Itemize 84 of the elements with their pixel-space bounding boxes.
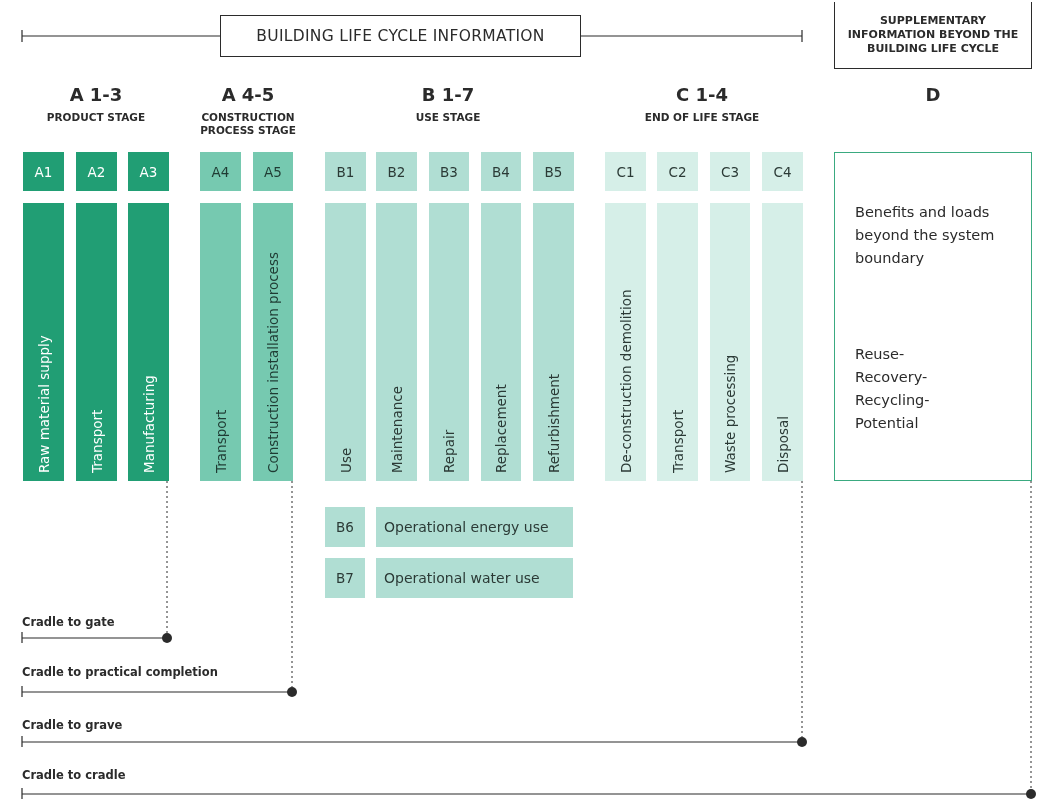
module-bar — [429, 203, 469, 481]
module-bar — [325, 203, 366, 481]
module-code: B3 — [440, 163, 458, 180]
module-code-box — [200, 152, 241, 191]
module-code: C3 — [721, 163, 739, 180]
module-code: B7 — [336, 570, 354, 586]
module-label: Replacement — [493, 384, 509, 473]
module-bar — [657, 203, 698, 481]
module-bar — [533, 203, 574, 481]
module-code-box — [762, 152, 803, 191]
module-label: Manufacturing — [140, 375, 157, 473]
supplementary-box — [834, 2, 1032, 69]
module-code-box — [128, 152, 169, 191]
stage-code: D — [924, 84, 942, 105]
module-code: B6 — [336, 519, 354, 535]
module-code-box — [23, 152, 64, 191]
stage-name: END OF LIFE STAGE — [643, 111, 761, 123]
stage-name: USE STAGE — [414, 111, 482, 123]
module-label: Operational water use — [384, 570, 540, 586]
module-code-box — [325, 507, 365, 547]
scope-label: Cradle to cradle — [22, 768, 126, 782]
module-label: Operational energy use — [384, 519, 549, 535]
module-label: Construction installation process — [265, 252, 281, 473]
module-code-box — [76, 152, 117, 191]
module-bar — [376, 558, 573, 598]
module-code-box — [710, 152, 750, 191]
module-label: Transport — [669, 409, 686, 473]
module-label: Transport — [88, 409, 105, 473]
module-code: B2 — [387, 163, 406, 180]
module-code-box — [429, 152, 469, 191]
module-code-box — [253, 152, 293, 191]
module-bar — [23, 203, 64, 481]
module-bar — [76, 203, 117, 481]
module-label: Repair — [441, 429, 457, 473]
stage-name: PRODUCT STAGE — [45, 111, 147, 123]
stage-code: A 1-3 — [68, 84, 124, 105]
module-label: Use — [337, 447, 354, 473]
module-bar — [376, 507, 573, 547]
module-label: Raw material supply — [35, 335, 52, 473]
module-code: A3 — [139, 163, 158, 180]
module-code: A4 — [211, 163, 230, 180]
module-label: Refurbishment — [545, 373, 562, 473]
module-code-box — [533, 152, 574, 191]
module-code: B1 — [336, 163, 355, 180]
module-label: Waste processing — [722, 354, 738, 473]
module-bar — [376, 203, 417, 481]
module-label: De-construction demolition — [617, 289, 634, 473]
stage-code: A 4-5 — [220, 84, 276, 105]
module-bar — [200, 203, 241, 481]
module-code: C2 — [668, 163, 687, 180]
module-description: Reuse- Recovery- Recycling- Potential — [855, 345, 931, 433]
module-bar — [128, 203, 169, 481]
module-description: Benefits and loads beyond the system boundary — [855, 203, 996, 268]
module-label: Transport — [212, 409, 229, 473]
module-code-box — [325, 152, 366, 191]
module-bar — [605, 203, 646, 481]
module-code: A1 — [34, 163, 53, 180]
module-panel — [834, 152, 1032, 481]
scope-label: Cradle to grave — [22, 718, 123, 732]
module-label: Maintenance — [388, 386, 405, 473]
module-code-box — [481, 152, 521, 191]
supplementary-heading: SUPPLEMENTARY INFORMATION BEYOND THE BUILDING LIFE CYCLE — [846, 14, 1020, 56]
module-code-box — [657, 152, 698, 191]
module-code: A2 — [87, 163, 106, 180]
module-bar — [253, 203, 293, 481]
module-bar — [710, 203, 750, 481]
module-code-box — [605, 152, 646, 191]
module-label: Disposal — [774, 415, 791, 473]
module-code: B5 — [544, 163, 563, 180]
title-box — [220, 15, 581, 57]
module-bar — [481, 203, 521, 481]
module-code: C4 — [773, 163, 792, 180]
module-bar — [762, 203, 803, 481]
scope-label: Cradle to gate — [22, 615, 115, 629]
module-code-box — [325, 558, 365, 598]
module-code: A5 — [264, 163, 282, 180]
stage-code: C 1-4 — [675, 84, 729, 105]
title-text: BUILDING LIFE CYCLE INFORMATION — [256, 27, 545, 45]
stage-name: CONSTRUCTION PROCESS STAGE — [199, 111, 297, 138]
scope-label: Cradle to practical completion — [22, 665, 218, 679]
module-code: C1 — [616, 163, 635, 180]
module-code-box — [376, 152, 417, 191]
module-code: B4 — [492, 163, 510, 180]
stage-code: B 1-7 — [420, 84, 476, 105]
